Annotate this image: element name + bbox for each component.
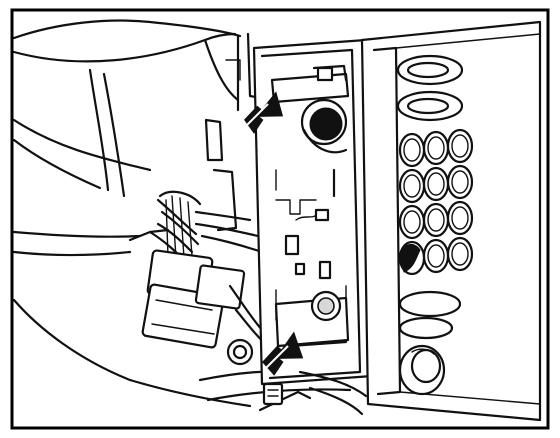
lower-console-trim (12, 298, 368, 416)
preset-button-grid (398, 128, 474, 276)
oval-button-lower (398, 290, 462, 318)
upper-arrow (243, 91, 284, 134)
dashboard-trim (12, 19, 264, 257)
lower-arrow (262, 331, 304, 376)
fat-arrow-icon (243, 91, 284, 134)
volume-knob (398, 344, 446, 396)
radio-faceplate (360, 20, 542, 422)
wiring-harness (141, 190, 352, 412)
upper-release-tab (270, 64, 350, 154)
fat-arrow-icon (262, 331, 304, 376)
